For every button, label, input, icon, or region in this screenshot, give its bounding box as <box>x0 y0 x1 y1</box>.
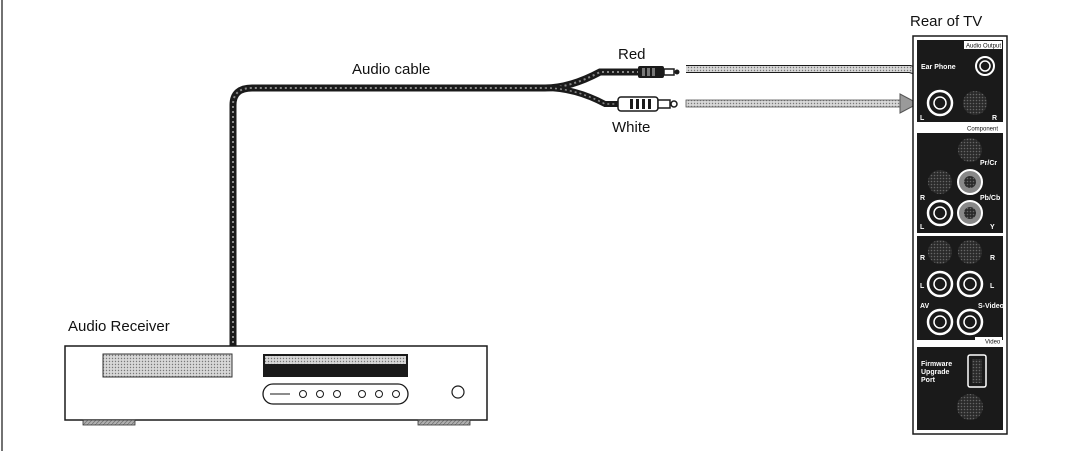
audio-receiver-icon <box>64 345 488 426</box>
audio-cable <box>229 68 640 348</box>
audio-cable-label: Audio cable <box>352 61 430 78</box>
red-label: Red <box>618 46 646 63</box>
tv-rear-panel: Audio Output Ear Phone L R Component Pr/… <box>912 35 1008 435</box>
r-label: R <box>990 255 995 262</box>
upgrade-label: Upgrade <box>921 369 950 376</box>
component-label: Component <box>967 127 998 133</box>
l-label: L <box>990 283 995 290</box>
pb-cb-label: Pb/Cb <box>980 195 1000 202</box>
audio-receiver-label: Audio Receiver <box>68 318 170 335</box>
firmware-label: Firmware <box>921 361 952 368</box>
port-label: Port <box>921 377 936 384</box>
av-label: AV <box>920 303 930 310</box>
l-label: L <box>920 115 925 122</box>
white-plug-icon <box>617 96 678 112</box>
white-label: White <box>612 119 650 136</box>
s-video-label: S-Video <box>978 303 1004 310</box>
ear-phone-label: Ear Phone <box>921 64 956 71</box>
pr-cr-label: Pr/Cr <box>980 160 997 167</box>
video-label: Video <box>985 340 1001 346</box>
l-label: L <box>920 283 925 290</box>
r-label: R <box>920 195 925 202</box>
rear-of-tv-label: Rear of TV <box>910 13 982 30</box>
r-label: R <box>992 115 997 122</box>
white-arrow <box>685 93 920 114</box>
red-plug-icon <box>638 66 680 78</box>
y-label: Y <box>990 224 995 231</box>
r-label: R <box>920 255 925 262</box>
audio-output-label: Audio Output <box>966 44 1001 50</box>
l-label: L <box>920 224 925 231</box>
